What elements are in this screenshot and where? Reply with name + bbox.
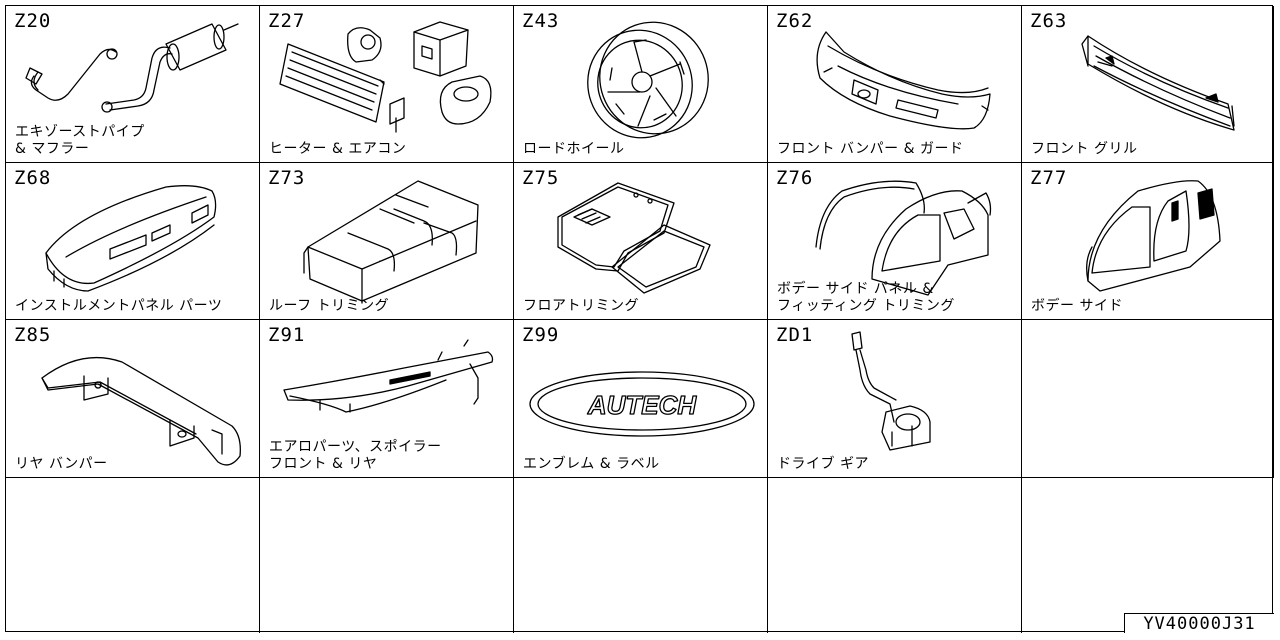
part-label: ルーフ トリミング (269, 298, 390, 314)
part-cell-z62[interactable]: Z62 フロント バンパー & ガード (768, 6, 1022, 163)
floor-mat-drawing (557, 182, 711, 294)
part-code: Z76 (776, 167, 814, 189)
instrument-panel-drawing (45, 185, 217, 292)
empty-cell (260, 478, 514, 633)
part-code: Z27 (268, 10, 306, 32)
heater-aircon-drawing (279, 21, 492, 133)
part-label: エキゾーストパイプ & マフラー (15, 124, 145, 157)
part-label: フロント グリル (1031, 141, 1138, 157)
drive-gear-drawing (851, 331, 931, 451)
part-code: Z99 (522, 324, 560, 346)
part-label: リヤ バンパー (15, 456, 108, 472)
road-wheel-drawing (587, 21, 709, 139)
part-label: エアロパーツ、スポイラー フロント & リヤ (269, 439, 442, 472)
part-cell-z91[interactable]: Z91 エアロパーツ、スポイラー フロント & リヤ (260, 320, 514, 478)
document-number: YV40000J31 (1124, 613, 1274, 634)
part-cell-z85[interactable]: Z85 リヤ バンパー (6, 320, 260, 478)
part-cell-z27[interactable]: Z27 ヒーター & エアコン (260, 6, 514, 163)
front-grille-drawing (1081, 35, 1235, 131)
roof-trim-drawing (303, 180, 479, 304)
part-label: エンブレム & ラベル (523, 456, 660, 472)
part-cell-z43[interactable]: Z43 ロードホイール (514, 6, 768, 163)
spoiler-drawing (283, 339, 494, 413)
emblem-text: AUTECH (587, 390, 698, 420)
part-label: フロアトリミング (523, 298, 639, 314)
part-code: ZD1 (776, 324, 814, 346)
part-label: ボデー サイド (1031, 298, 1123, 314)
part-code: Z68 (14, 167, 52, 189)
part-code: Z73 (268, 167, 306, 189)
part-code: Z75 (522, 167, 560, 189)
part-code: Z85 (14, 324, 52, 346)
part-cell-z76[interactable]: Z76 ボデー サイド パネル & フィッティング トリミング (768, 163, 1022, 320)
part-code: Z63 (1030, 10, 1068, 32)
part-label: インストルメントパネル パーツ (15, 298, 223, 314)
part-cell-z75[interactable]: Z75 フロアトリミング (514, 163, 768, 320)
empty-cell (6, 478, 260, 633)
part-code: Z62 (776, 10, 814, 32)
part-code: Z77 (1030, 167, 1068, 189)
part-label: ヒーター & エアコン (269, 141, 407, 157)
exhaust-muffler-drawing (25, 23, 239, 113)
part-label: ドライブ ギア (777, 456, 869, 472)
part-cell-z73[interactable]: Z73 ルーフ トリミング (260, 163, 514, 320)
part-cell-z20[interactable]: Z20 エキゾーストパイプ & マフラー (6, 6, 260, 163)
rear-bumper-drawing (41, 356, 241, 466)
part-cell-z63[interactable]: Z63 フロント グリル (1022, 6, 1274, 163)
part-label: ボデー サイド パネル & フィッティング トリミング (777, 281, 955, 314)
empty-cell (768, 478, 1022, 633)
part-label: フロント バンパー & ガード (777, 141, 964, 157)
part-label: ロードホイール (523, 141, 625, 157)
body-side-drawing (1086, 180, 1221, 292)
part-cell-z77[interactable]: Z77 ボデー サイド (1022, 163, 1274, 320)
empty-cell (1022, 320, 1274, 478)
parts-index-grid: Z20 エキゾーストパイプ & マフラー Z27 (5, 5, 1274, 633)
empty-cell (514, 478, 768, 633)
part-cell-zd1[interactable]: ZD1 ドライブ ギア (768, 320, 1022, 478)
part-code: Z91 (268, 324, 306, 346)
part-code: Z43 (522, 10, 560, 32)
part-cell-z68[interactable]: Z68 インストルメントパネル パーツ (6, 163, 260, 320)
part-cell-z99[interactable]: Z99 AUTECH エンブレム & ラベル (514, 320, 768, 478)
part-code: Z20 (14, 10, 52, 32)
empty-cell (1022, 478, 1274, 633)
front-bumper-drawing (816, 31, 991, 130)
body-side-panel-drawing (815, 180, 992, 296)
emblem-drawing: AUTECH (529, 371, 755, 437)
